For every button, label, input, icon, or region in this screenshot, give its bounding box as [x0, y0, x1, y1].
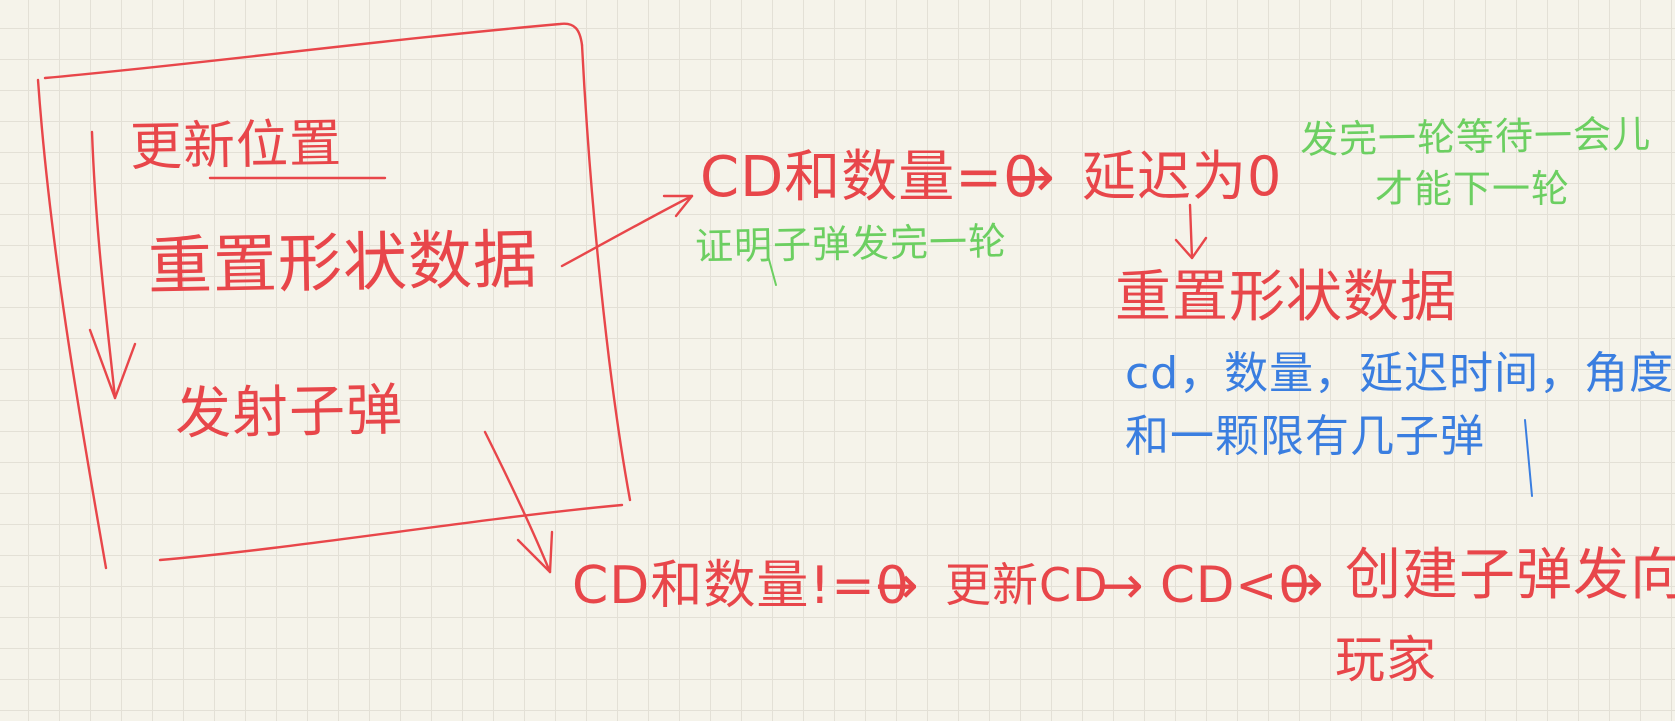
label-create-bullet: 创建子弹发向 — [1345, 543, 1675, 608]
loop-down-arrowhead — [88, 328, 137, 400]
label-player: 玩家 — [1335, 631, 1437, 689]
arrow-cd-less-to-create: → — [1280, 554, 1325, 614]
arrow-to-lower-flow — [483, 430, 552, 574]
note-next-round: 才能下一轮 — [1375, 167, 1571, 211]
label-reset-shape-data-2: 重置形状数据 — [1115, 265, 1457, 330]
label-update-position: 更新位置 — [129, 114, 343, 178]
label-cd-less-zero: CD<0 — [1160, 556, 1312, 614]
arrow-update-to-cd-less: → — [1100, 556, 1145, 616]
loop-box-bottom — [158, 503, 624, 562]
label-cd-count-zero: CD和数量=0 — [700, 145, 1040, 210]
label-reset-shape-data: 重置形状数据 — [147, 223, 539, 305]
round-done-underline — [767, 255, 777, 286]
note-fields-line2: 和一颗限有几子弹 — [1125, 411, 1485, 462]
label-cd-count-nonzero: CD和数量!=0 — [572, 556, 910, 616]
fields-tail-stroke — [1524, 419, 1533, 497]
note-wait-after-round: 发完一轮等待一会儿 — [1299, 111, 1652, 163]
loop-box-top — [43, 22, 584, 80]
arrow-nonzero-to-update: → — [875, 556, 920, 616]
arrow-cd-to-delay: → — [1008, 145, 1056, 210]
loop-box-left — [36, 78, 108, 570]
label-update-cd: 更新CD — [945, 558, 1109, 612]
arrow-delay-to-reset — [1188, 203, 1194, 260]
loop-down-arrow — [90, 130, 117, 400]
note-round-done: 证明子弹发完一轮 — [694, 219, 1008, 269]
note-fields-line1: cd，数量，延迟时间，角度 — [1125, 348, 1675, 399]
label-fire-bullet: 发射子弹 — [174, 378, 404, 447]
arrow-to-upper-flow — [560, 194, 694, 268]
label-delay-zero: 延迟为0 — [1082, 145, 1283, 208]
arrow-to-upper-flow-head — [662, 194, 694, 218]
loop-box-right — [580, 43, 632, 502]
arrow-to-lower-flow-head — [516, 530, 554, 574]
arrow-delay-to-reset-head — [1174, 236, 1208, 260]
